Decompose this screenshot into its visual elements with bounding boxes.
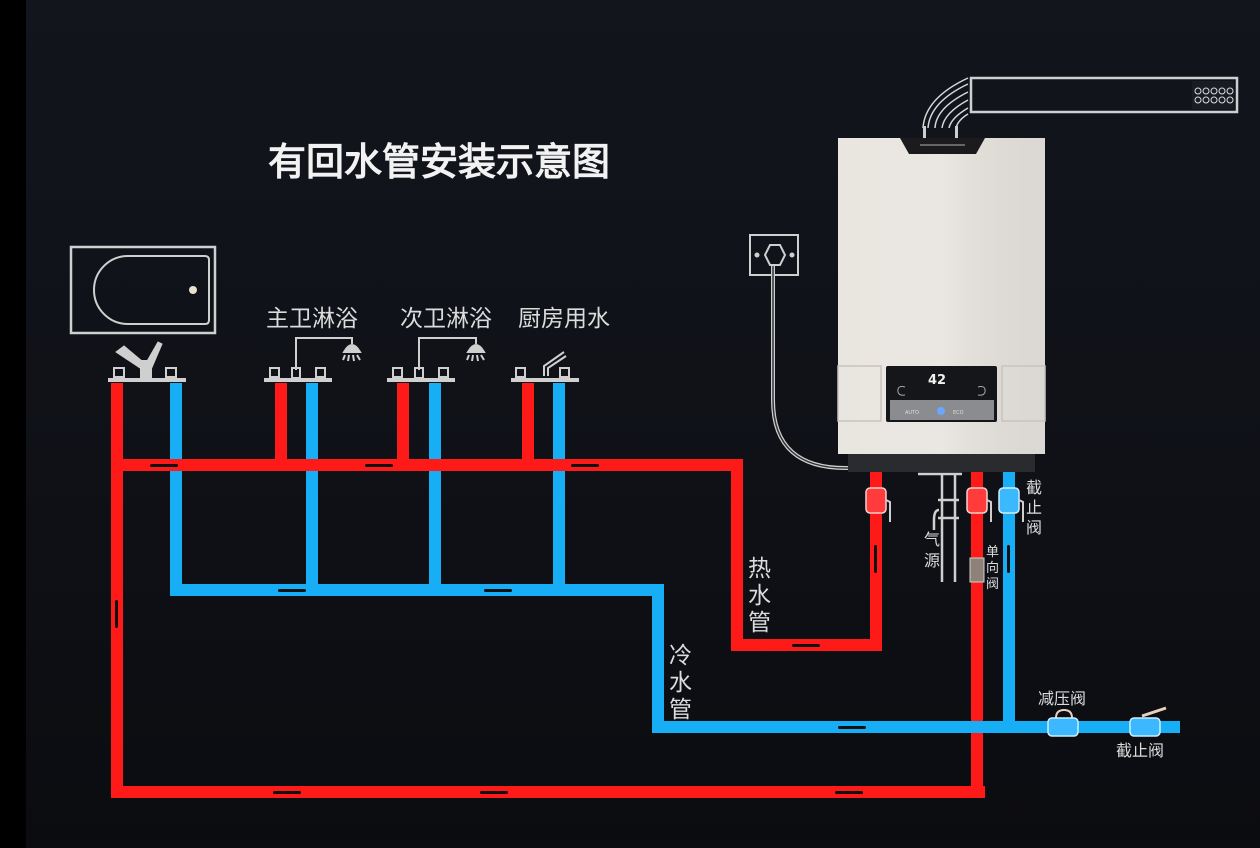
cold-inlet-stop-valve-icon [998,487,1024,522]
pipe-clip [1007,545,1010,573]
hot-pipe-label-char: 管 [748,610,771,636]
background [26,0,1260,848]
inlet-stop-valve-label: 截止阀 [1116,741,1164,760]
heater-button-auto: AUTO [905,410,919,416]
hot-outlet-valve-icon [865,487,891,522]
cold-pipe-label: 冷 水 管 [669,643,692,723]
cold-pipe-heater-inlet [1003,470,1015,733]
pipe-clip [792,644,820,647]
cold-pipe-guest-top [429,383,441,459]
cold-pipe-guest [429,471,441,596]
shower-icon [264,337,362,382]
heater-temperature-display: 42 [928,373,946,388]
fixture-label-guest-shower: 次卫淋浴 [400,306,492,332]
heater-power-button [937,407,945,415]
cold-pipe-kitchen-top [553,383,565,459]
pipe-clip [278,589,306,592]
gas-inlet [918,472,962,582]
shower-icon [387,337,486,382]
hot-pipe-label-char: 热 [748,556,771,582]
hot-pipe-bathtub-riser [111,383,123,798]
hot-pipe-return-riser [971,470,983,798]
check-valve-label: 向 [986,560,999,576]
bathtub-faucet-icon [108,341,186,382]
flue-pipe-icon [922,76,1239,140]
pipe-clip [484,589,512,592]
pipe-clip [835,791,863,794]
stop-valve-label: 止 [1026,498,1042,517]
hot-pipe-label-char: 水 [748,583,771,609]
pipe-clip [571,464,599,467]
hot-pipe-guest-riser [397,383,409,468]
water-heater: 42 AUTO ECO [837,138,1046,472]
check-valve-label: 阀 [986,577,999,592]
pipe-clip [365,464,393,467]
pipe-clip [480,791,508,794]
fixture-label-master-shower: 主卫淋浴 [266,306,358,332]
heater-base [848,454,1035,472]
cold-pipe-master-top [306,383,318,459]
cold-pipe-main-inlet [652,721,1180,733]
cold-pipe-label-char: 冷 [669,643,692,669]
pressure-reducing-valve-icon [1047,708,1079,737]
heater-button-eco: ECO [953,410,964,416]
stop-valve-label: 阀 [1026,518,1042,537]
cold-pipe-bathtub-riser [170,471,182,596]
gas-source-label: 源 [924,551,940,570]
hot-pipe-label: 热 水 管 [748,556,771,636]
hot-pipe-kitchen-riser [522,383,534,468]
cold-pipe-bathtub-riser-top [170,383,182,459]
stop-valve-label: 截 [1026,478,1042,497]
bathtub-icon [69,245,217,335]
hot-pipe-return-loop [111,786,985,798]
fixture-label-kitchen: 厨房用水 [518,306,610,332]
kitchen-faucet-icon [511,351,579,382]
return-valve-icon [966,487,992,522]
pipe-clip [838,726,866,729]
cold-pipe-master [306,471,318,596]
pipe-clip [273,791,301,794]
cold-pipe-label-char: 水 [669,670,692,696]
left-border-strip [0,0,26,848]
gas-source-label: 气 [924,530,940,549]
hot-pipe-master-riser [275,383,287,468]
check-valve-label: 单 [986,545,999,560]
pipe-clip [115,600,118,628]
pipe-clips [115,464,1010,794]
diagram-title: 有回水管安装示意图 [268,140,610,184]
cold-pipe-label-char: 管 [669,697,692,723]
cold-pipe-distribution [170,584,664,596]
hot-pipe-down [731,459,743,651]
hot-water-pipes [111,383,985,798]
check-valve-icon [969,557,985,583]
pipe-clip [874,545,877,573]
hot-pipe-distribution [111,459,743,471]
inlet-stop-valve-icon [1129,706,1167,737]
cold-pipe-kitchen [553,471,565,596]
pressure-reducing-valve-label: 减压阀 [1038,689,1086,708]
pipe-clip [150,464,178,467]
cold-pipe-down [652,584,664,733]
